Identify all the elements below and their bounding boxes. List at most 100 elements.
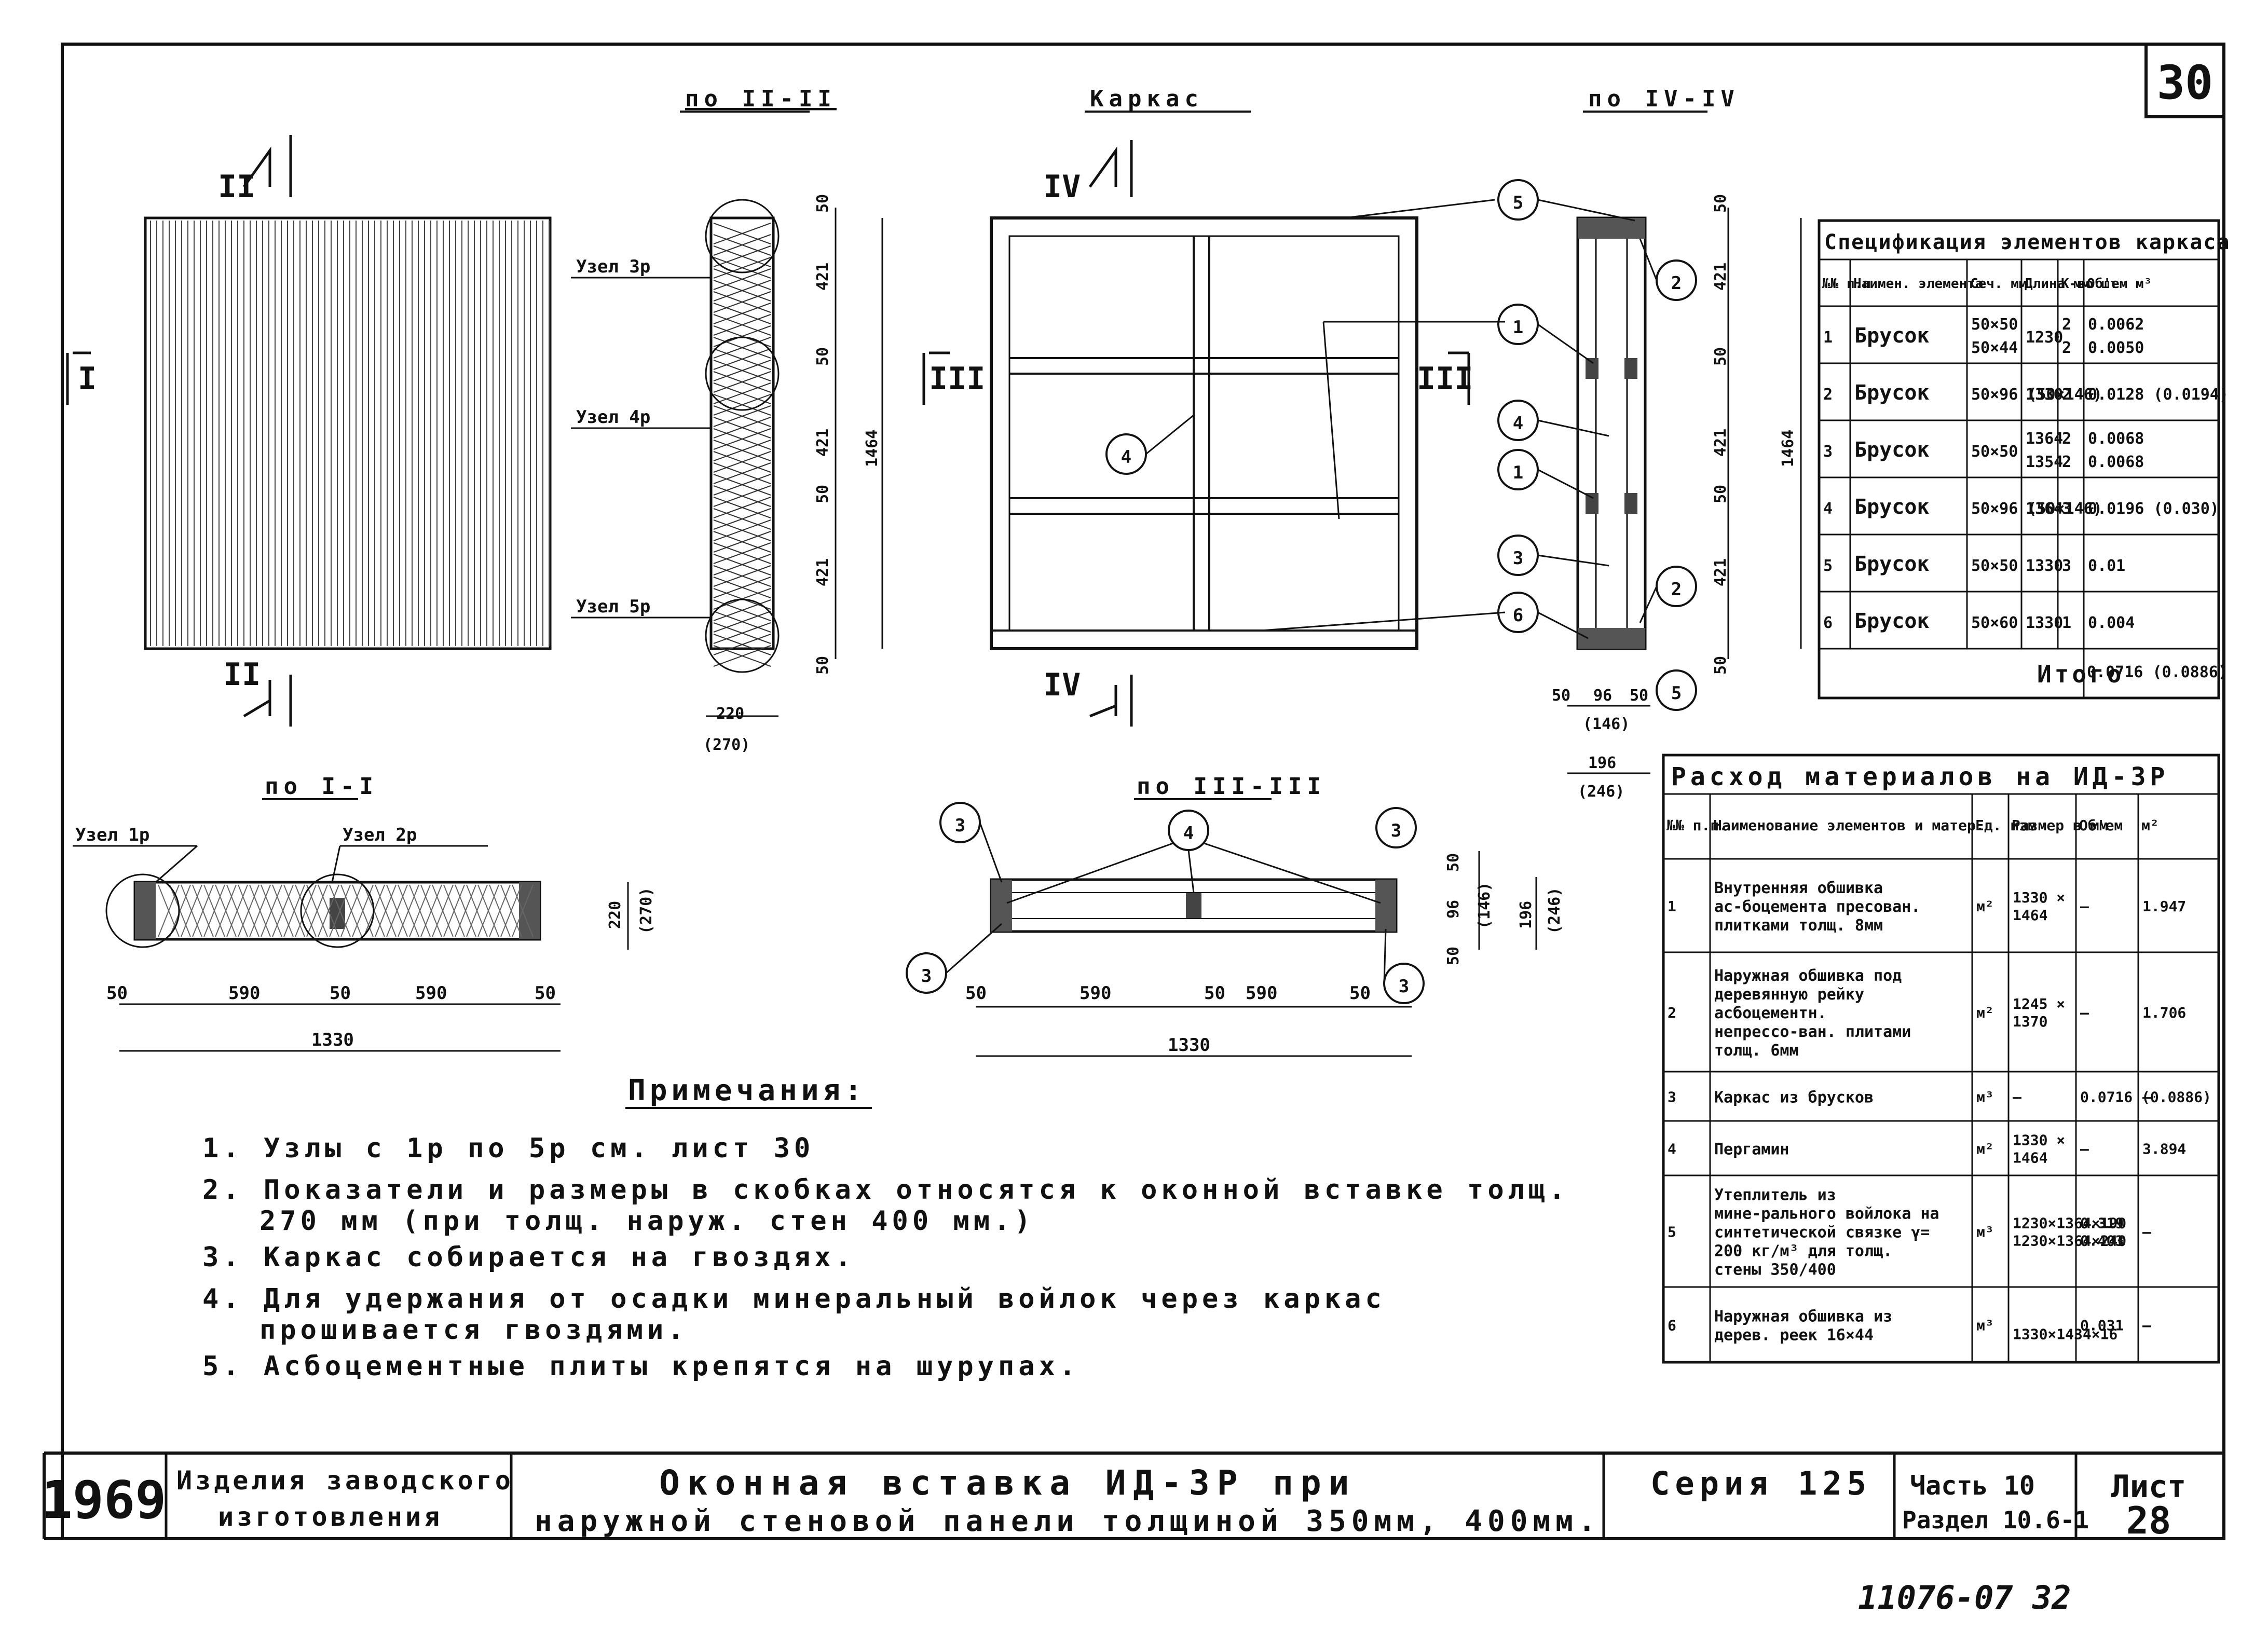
iv-dim-246: (246)	[1578, 783, 1624, 801]
spec-cell: 1330	[2026, 386, 2063, 404]
mat-cell: 1464	[2013, 1149, 2047, 1167]
i-dim-590-l: 590	[228, 983, 260, 1004]
spec-cell: 3	[2062, 557, 2071, 575]
mat-cell: 6	[1668, 1317, 1676, 1334]
spec-cell: 50×50	[1971, 316, 2018, 334]
mat-cell: м³	[1976, 1089, 1994, 1106]
i-dim-220: 220	[606, 901, 624, 929]
spec-cell: 6	[1823, 614, 1833, 632]
mat-header: м²	[2141, 817, 2159, 834]
iv-dim-50-c: 50	[1712, 485, 1730, 503]
spec-cell: 2	[2062, 316, 2071, 334]
iv-callout-5-bot: 5	[1656, 669, 1697, 711]
dim-220: 220	[716, 705, 744, 723]
iii-dim-146: (146)	[1475, 882, 1494, 929]
sheet-label: Лист	[2111, 1469, 2187, 1505]
mat-cell: деревянную рейку	[1714, 985, 1864, 1004]
sheet-frame	[61, 43, 2225, 1540]
sheet-number-box	[2144, 43, 2225, 118]
iii-callout-3-br: 3	[1383, 963, 1425, 1004]
title-line1: Оконная вставка ИД-3Р при	[659, 1463, 1356, 1503]
mat-cell: плитками толщ. 8мм	[1714, 916, 1883, 935]
mat-cell: Каркас из брусков	[1714, 1089, 1874, 1107]
iv-callout-3: 3	[1497, 535, 1539, 576]
mat-cell: стены 350/400	[1714, 1261, 1836, 1279]
mat-cell: 0.319	[2080, 1215, 2124, 1232]
iii-dim-50-r: 50	[1349, 983, 1371, 1004]
mat-cell: Внутренняя обшивка	[1714, 879, 1883, 897]
iv-callout-3-text: 3	[1513, 548, 1523, 569]
spec-cell: Брусок	[1854, 609, 1930, 633]
frame-label: Каркас	[1090, 86, 1204, 112]
iv-dim-96: 96	[1593, 687, 1612, 705]
mat-cell: 1230×1364×190	[2013, 1215, 2126, 1232]
i-dim-590-r: 590	[415, 983, 447, 1004]
i-dim-50-m: 50	[330, 983, 351, 1004]
spec-header: Об'ем м³	[2087, 276, 2152, 292]
spec-cell: Брусок	[1854, 324, 1930, 348]
section-i-view: по I-I Узел 1р Узел 2р 50 590 50 590 50 …	[73, 773, 655, 1052]
spec-cell: Брусок	[1854, 495, 1930, 519]
spec-cell: 0.0196 (0.030)	[2088, 500, 2219, 518]
mat-cell: —	[2142, 1089, 2151, 1106]
spec-header: №№ п.п	[1822, 276, 1871, 292]
spec-cell: 0.0068	[2088, 430, 2144, 448]
mat-cell: мине-рального войлока на	[1714, 1205, 1939, 1223]
iv-dim-421-b: 421	[1712, 429, 1730, 457]
iv-callout-5-top: 5	[1497, 179, 1539, 221]
mat-cell: м³	[1976, 1317, 1994, 1334]
mat-cell: Утеплитель из	[1714, 1186, 1836, 1204]
mat-cell: Наружная обшивка из	[1714, 1308, 1892, 1326]
iv-callout-5-bot-text: 5	[1671, 683, 1682, 704]
spec-cell: 1364	[2026, 430, 2063, 448]
mat-cell: 5	[1668, 1224, 1676, 1241]
org-line1: Изделия заводского	[176, 1466, 514, 1496]
iii-dim-590-r: 590	[1246, 983, 1277, 1004]
mat-cell: 0.0716 (0.0886)	[2080, 1089, 2211, 1106]
iii-dim-1330: 1330	[1168, 1035, 1210, 1056]
iii-dim-246: (246)	[1546, 887, 1564, 934]
mat-cell: 1464	[2013, 907, 2047, 924]
spec-cell: 2	[2062, 430, 2071, 448]
spec-cell: 1330	[2026, 557, 2063, 575]
mat-header: Размер в мм	[2012, 817, 2108, 834]
section: Раздел 10.6-1	[1902, 1506, 2089, 1534]
spec-header: Сеч. мм.	[1970, 276, 2035, 292]
spec-cell: 2	[2062, 386, 2071, 404]
spec-cell: 5	[1823, 557, 1833, 575]
spec-cell: 2	[2062, 339, 2071, 357]
iii-dim-50-b: 50	[1444, 947, 1463, 965]
spec-cell: 50×96 (50×146)	[1971, 500, 2102, 518]
spec-cell: 4	[1823, 500, 1833, 518]
spec-cell: 50×50	[1971, 557, 2018, 575]
iii-dim-50-m: 50	[1204, 983, 1225, 1004]
dim-50-bot: 50	[814, 656, 832, 675]
node-5p-label: Узел 5р	[576, 596, 650, 617]
i-dim-50-l: 50	[106, 983, 128, 1004]
iv-callout-6-text: 6	[1513, 605, 1523, 626]
spec-cell: 50×50	[1971, 443, 2018, 461]
spec-cell: 0.004	[2088, 614, 2135, 632]
iii-dim-590-l: 590	[1080, 983, 1111, 1004]
title-block: 1969 Изделия заводского изготовления Око…	[42, 1452, 2224, 1542]
note-4b: прошивается гвоздями.	[259, 1315, 688, 1346]
iv-callout-4-text: 4	[1513, 413, 1523, 434]
iv-callout-1-b: 1	[1497, 449, 1539, 490]
mat-cell: 200 кг/м³ для толщ.	[1714, 1242, 1892, 1261]
mat-cell: м²	[1976, 898, 1994, 915]
note-5: 5. Асбоцементные плиты крепятся на шуруп…	[202, 1351, 1080, 1382]
iii-callout-3-tr-text: 3	[1391, 820, 1401, 841]
mat-cell: 1330×1434×16	[2013, 1326, 2117, 1343]
iii-callout-3-bl: 3	[906, 952, 947, 994]
mat-cell: 2	[1668, 1004, 1676, 1021]
spec-cell: 1	[1823, 328, 1833, 347]
spec-cell: 2	[1823, 386, 1833, 404]
mat-cell: ас-боцемента пресован.	[1714, 898, 1920, 916]
mat-cell: 1230×1364×240	[2013, 1233, 2126, 1250]
mat-cell: м³	[1976, 1224, 1994, 1241]
mat-cell: непрессо-ван. плитами	[1714, 1023, 1911, 1041]
mat-cell: Наружная обшивка под	[1714, 967, 1902, 985]
mat-header: №№ п.п.	[1666, 817, 1728, 834]
